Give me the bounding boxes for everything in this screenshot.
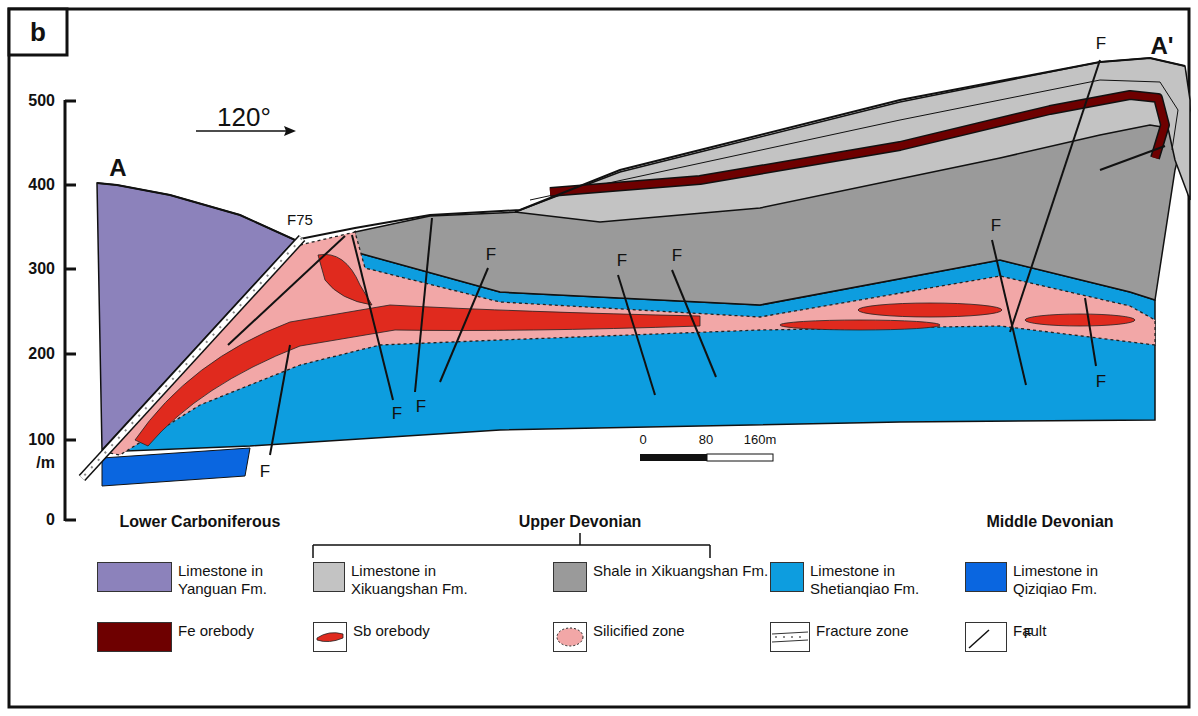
legend-swatch [553, 562, 587, 592]
scale-number: 160m [744, 433, 777, 447]
fault-label: F [1096, 35, 1106, 54]
legend-item: Limestone in Shetianqiao Fm. [770, 562, 970, 598]
axis-unit: /m [36, 454, 55, 472]
scale-bar [640, 454, 707, 461]
axis-number: 200 [28, 345, 55, 363]
fault-label: F [416, 398, 426, 417]
legend-swatch [97, 622, 172, 652]
legend-text: Fe orebody [178, 622, 308, 640]
fracture-outline [82, 238, 302, 478]
legend-text: Shale in Xikuangshan Fm. [593, 562, 783, 580]
legend-item: Sb orebody [313, 622, 503, 652]
legend-sample [965, 622, 1007, 652]
fault-label: F [392, 405, 402, 424]
axis-number: 400 [28, 176, 55, 194]
legend-item: Limestone in Yanguan Fm. [97, 562, 308, 598]
sb-orebodies [135, 254, 1135, 446]
section-end: A [109, 155, 126, 181]
legend-sample [553, 622, 587, 652]
era-label: Lower Carboniferous [120, 513, 281, 531]
fault-label: F [991, 217, 1001, 236]
bed-line [530, 80, 1178, 200]
legend-text: Limestone in Shetianqiao Fm. [810, 562, 970, 598]
legend-text: Fault [1013, 622, 1163, 640]
fault-label: F [617, 252, 627, 271]
legend-text: Fracture zone [816, 622, 966, 640]
legend-text: Limestone in Xikuangshan Fm. [351, 562, 521, 598]
fault-label: F [486, 246, 496, 265]
xikuangshan-limestone [515, 58, 1190, 222]
axis-number: 0 [46, 511, 55, 529]
legend-text: Limestone in Qiziqiao Fm. [1013, 562, 1153, 598]
legend-sample [770, 622, 810, 652]
legend-item: Limestone in Qiziqiao Fm. [965, 562, 1153, 598]
legend-swatch [965, 562, 1007, 592]
axis-number: 100 [28, 431, 55, 449]
direction-label: 120° [217, 103, 271, 132]
arrow-head [284, 126, 296, 136]
topography [97, 58, 1185, 240]
group-bracket [313, 533, 710, 558]
scale-number: 80 [699, 433, 713, 447]
silicified-zone [104, 232, 1155, 455]
panel-box [9, 9, 67, 55]
fault-label: F [672, 247, 682, 266]
legend-item: Shale in Xikuangshan Fm. [553, 562, 783, 592]
legend-item: Fault [965, 622, 1163, 652]
axis [65, 100, 76, 521]
legend-text: Sb orebody [353, 622, 503, 640]
faults [228, 60, 1165, 455]
legend-text: Silicified zone [593, 622, 743, 640]
fracture-zone [82, 238, 302, 478]
legend-item: Limestone in Xikuangshan Fm. [313, 562, 521, 598]
section-end: A' [1150, 33, 1173, 59]
scale-bar [707, 454, 773, 461]
fault-name: F75 [287, 212, 313, 229]
legend-swatch [770, 562, 804, 592]
qiziqiao-limestone [102, 448, 250, 486]
fault-label: F [260, 463, 270, 482]
axis-number: 500 [28, 92, 55, 110]
fracture-dots [82, 238, 302, 478]
panel-letter: b [30, 18, 46, 47]
fault-label: F [1096, 373, 1106, 392]
axis-number: 300 [28, 260, 55, 278]
legend-sample [313, 622, 347, 652]
era-label: Middle Devonian [986, 513, 1113, 531]
scale-number: 0 [639, 433, 646, 447]
legend-swatch [313, 562, 345, 592]
legend-text: Limestone in Yanguan Fm. [178, 562, 308, 598]
legend-item: Fracture zone [770, 622, 966, 652]
legend-swatch [97, 562, 172, 592]
era-label: Upper Devonian [519, 513, 642, 531]
legend-item: Fe orebody [97, 622, 308, 652]
legend-item: Silicified zone [553, 622, 743, 652]
frame [9, 9, 1189, 707]
